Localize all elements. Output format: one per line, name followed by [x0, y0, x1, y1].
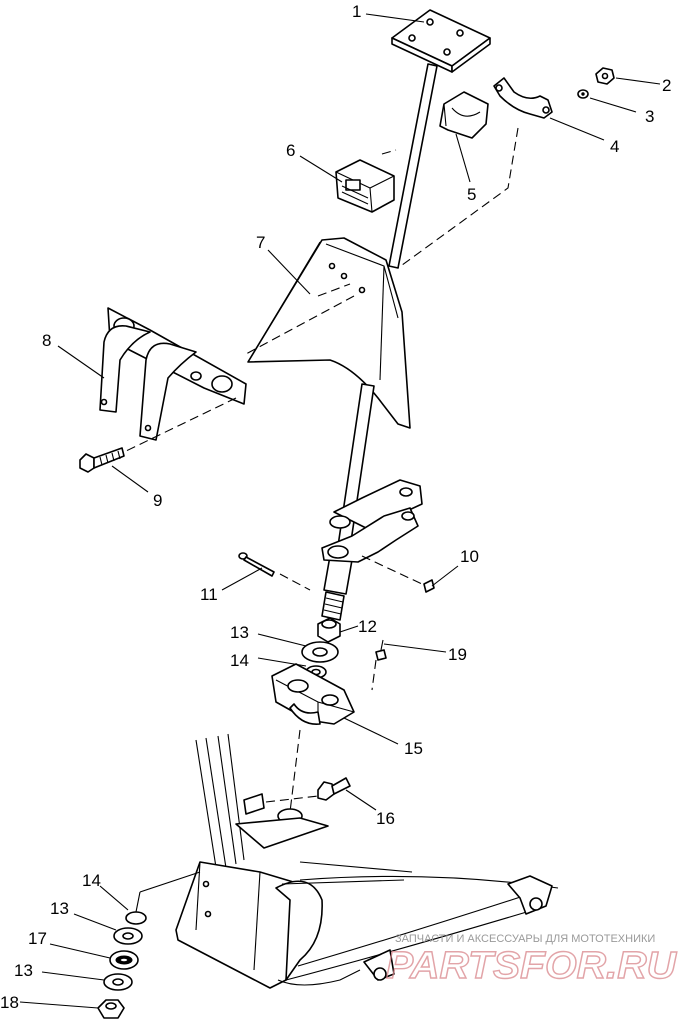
- steering-arm: [321, 479, 423, 563]
- frame-section: [175, 733, 559, 989]
- part-19-screw: [375, 639, 387, 661]
- callout-16: 16: [376, 809, 395, 828]
- part-13-washer-lower-a: [113, 927, 143, 945]
- part-11-cotter-pin: [238, 552, 275, 577]
- callout-14-lower: 14: [82, 871, 101, 890]
- callout-2: 2: [662, 76, 671, 95]
- callout-19: 19: [448, 645, 467, 664]
- part-4-bearing-clamp: [493, 77, 553, 119]
- watermark-tagline: ЗАПЧАСТИ И АКСЕССУАРЫ ДЛЯ МОТОТЕХНИКИ: [395, 933, 655, 945]
- steering-post-upper: [388, 63, 438, 269]
- callout-17: 17: [28, 929, 47, 948]
- part-1-mount-plate: [391, 9, 491, 73]
- watermark-brand: PARTSFOR.RU: [386, 945, 678, 987]
- part-16-bolt: [317, 777, 351, 801]
- callout-labels: 1 2 3 4 5 6 7 8 9 10 11 12 13 14 15 16 1…: [0, 2, 671, 1012]
- callout-18: 18: [0, 993, 19, 1012]
- part-13-washer-upper: [301, 641, 339, 663]
- callout-leaders: [19, 13, 661, 1009]
- callout-7: 7: [256, 233, 265, 252]
- callout-13-lower-b: 13: [14, 961, 33, 980]
- part-3-washer: [577, 89, 589, 99]
- console-panel: [247, 237, 411, 429]
- callout-13-lower-a: 13: [50, 899, 69, 918]
- callout-8: 8: [42, 331, 51, 350]
- callout-11: 11: [200, 585, 218, 604]
- watermark: ЗАПЧАСТИ И АКСЕССУАРЫ ДЛЯ МОТОТЕХНИКИ PA…: [385, 933, 678, 988]
- part-5-bushing-half: [439, 91, 489, 139]
- callout-10: 10: [460, 547, 479, 566]
- shaft-threaded-end: [321, 591, 345, 621]
- callout-13: 13: [230, 623, 249, 642]
- callout-6: 6: [286, 141, 295, 160]
- callout-9: 9: [153, 491, 162, 510]
- callout-4: 4: [610, 137, 619, 156]
- callout-5: 5: [467, 185, 476, 204]
- callout-1: 1: [352, 2, 361, 21]
- steering-post-lower: [323, 383, 375, 595]
- part-15-bearing-block: [271, 663, 355, 725]
- callout-3: 3: [645, 107, 654, 126]
- callout-12: 12: [358, 617, 377, 636]
- callout-14: 14: [230, 651, 249, 670]
- part-8-bracket: [99, 307, 247, 441]
- assembly-lines: [123, 127, 519, 913]
- part-12-castle-nut: [317, 617, 341, 643]
- part-2-nut: [595, 67, 615, 85]
- part-9-bolt: [79, 447, 125, 473]
- part-10-pin: [423, 579, 435, 593]
- part-6-bushing-block: [335, 159, 395, 213]
- part-18-castle-nut: [97, 999, 125, 1019]
- part-17-bearing: [109, 950, 139, 970]
- part-13-washer-lower-b: [103, 973, 133, 991]
- part-14-washer-lower: [125, 911, 147, 925]
- callout-15: 15: [404, 739, 423, 758]
